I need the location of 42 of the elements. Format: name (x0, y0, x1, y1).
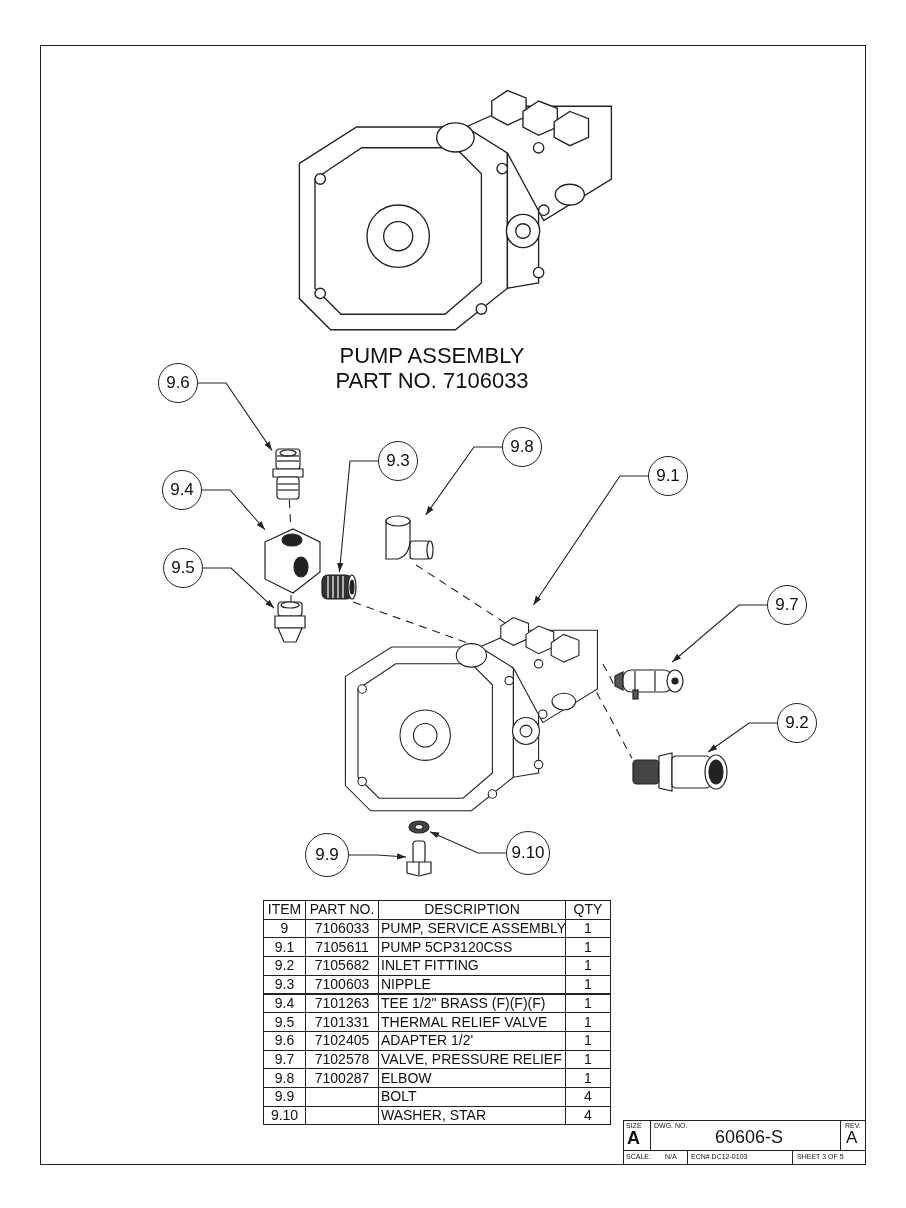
leader-line (348, 853, 407, 860)
callout-number: 9.6 (158, 363, 198, 403)
valve-drawing (274, 602, 306, 644)
callout-number: 9.2 (777, 703, 817, 743)
callout-number: 9.5 (163, 548, 203, 588)
washer-drawing (408, 820, 430, 834)
table-cell: 9.3 (263, 974, 306, 995)
table-cell: 1 (565, 918, 611, 939)
center-line (290, 594, 292, 603)
table-cell: 1 (565, 974, 611, 995)
callout-number: 9.10 (506, 831, 550, 875)
column-header: ITEM (263, 900, 306, 920)
leader-line (707, 722, 778, 753)
table-cell: 9.4 (263, 993, 306, 1014)
drawing-number: 60606-S (715, 1127, 784, 1147)
callout-number: 9.8 (502, 427, 542, 467)
column-header: QTY (565, 900, 611, 920)
callout-number: 9.7 (767, 585, 807, 625)
inlet-fitting-drawing (632, 752, 728, 792)
leader-line (337, 460, 379, 573)
nipple-drawing (320, 572, 356, 602)
leader-line (197, 382, 273, 452)
leader-line (429, 831, 507, 854)
leader-line (201, 489, 266, 531)
table-cell: TEE 1/2" BRASS (F)(F)(F) (378, 993, 566, 1014)
callout-number: 9.9 (305, 833, 349, 877)
leader-line (202, 567, 275, 609)
leader-line (532, 475, 649, 606)
tee-fitting-drawing (265, 527, 320, 595)
table-cell: 9.10 (263, 1105, 306, 1126)
field-value: A (846, 1128, 858, 1148)
table-cell: 1 (565, 993, 611, 1014)
leader-line (671, 604, 768, 663)
bolt-drawing (406, 840, 432, 876)
callout-number: 9.1 (648, 456, 688, 496)
table-cell: 4 (565, 1105, 611, 1126)
leader-line (425, 446, 503, 516)
callout-number: 9.3 (378, 441, 418, 481)
drawing-title: PUMP ASSEMBLY PART NO. 7106033 (334, 343, 530, 393)
fitting-drawing (272, 448, 304, 500)
field-value: A (627, 1128, 640, 1148)
callout-number: 9.4 (162, 470, 202, 510)
